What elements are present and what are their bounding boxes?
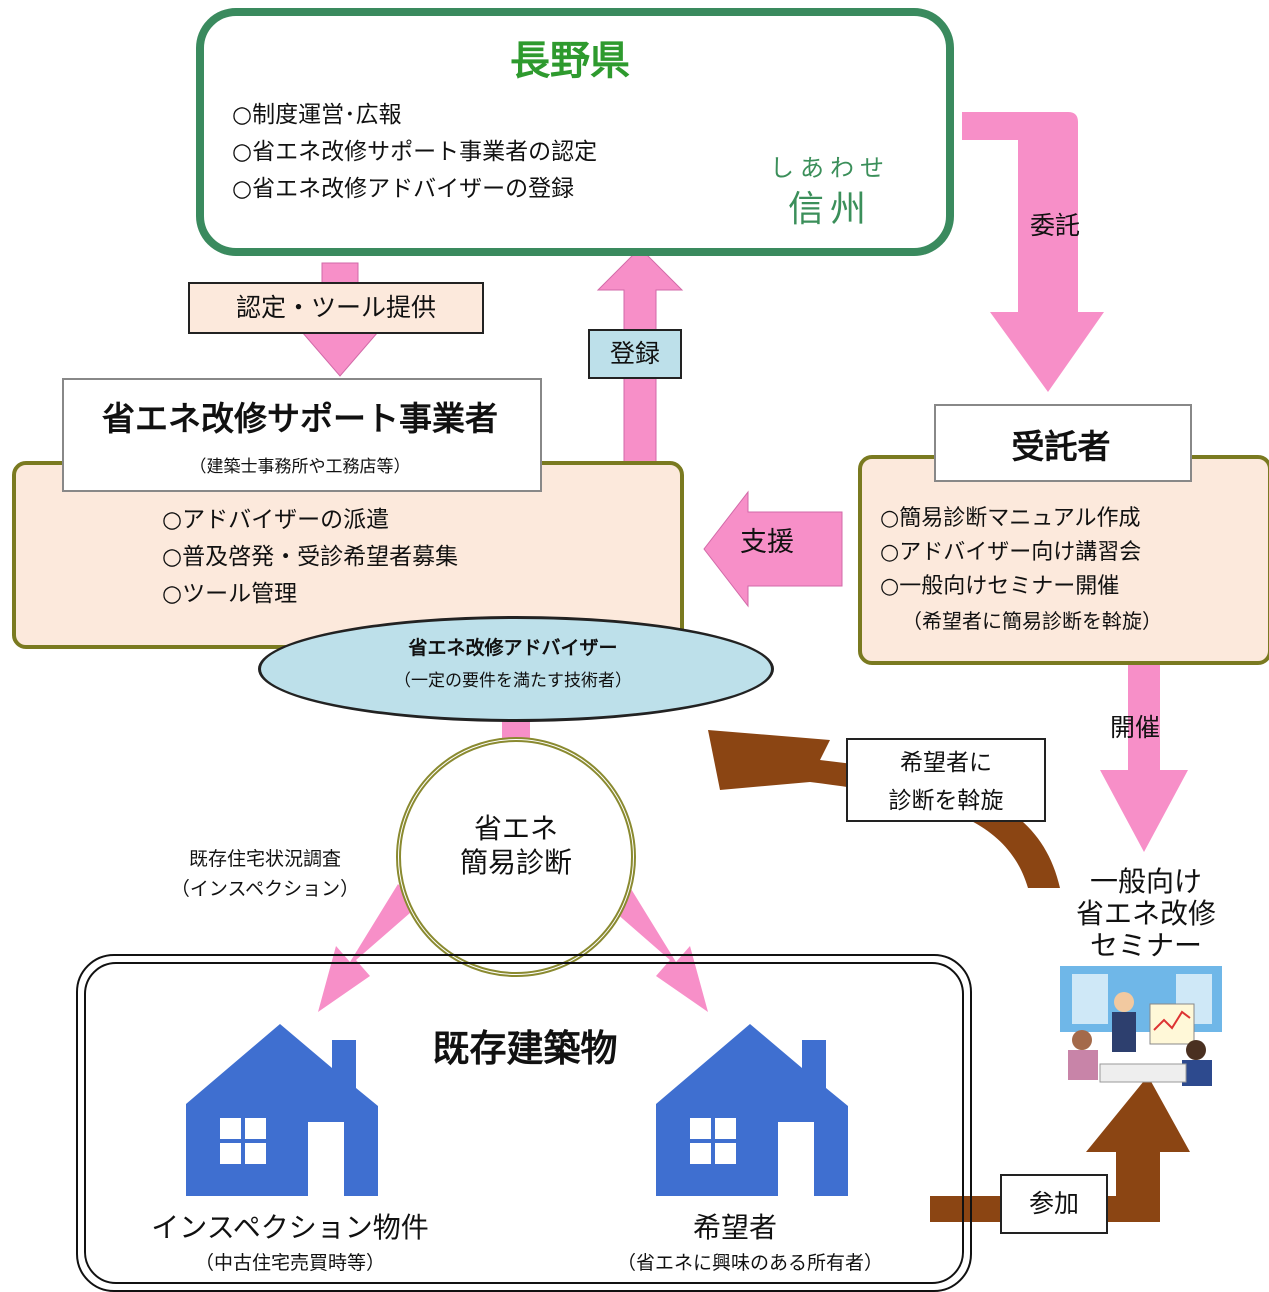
prefecture-duty-list: ○制度運営･広報 ○省エネ改修サポート事業者の認定 ○省エネ改修アドバイザーの登… xyxy=(232,97,597,208)
prefecture-title: 長野県 xyxy=(510,38,630,84)
contractor-duty-list: ○簡易診断マニュアル作成 ○アドバイザー向け講習会 ○一般向けセミナー開催 xyxy=(880,502,1141,604)
advisor-title: 省エネ改修アドバイザー xyxy=(408,637,618,659)
existing-building-frame-inner xyxy=(84,962,964,1284)
itaku-arrow xyxy=(962,112,1104,392)
duty-item: ○ツール管理 xyxy=(162,581,298,607)
itaku-label: 委託 xyxy=(1030,211,1081,240)
logo-text-shiawase: しあわせ xyxy=(770,154,890,182)
logo-text-shinshu: 信州 xyxy=(787,189,872,230)
diagnosis-circle xyxy=(396,737,636,977)
inspection-property-sublabel: （中古住宅売買時等） xyxy=(194,1252,385,1274)
shien-arrow xyxy=(703,490,843,608)
duty-item: ○アドバイザー向け講習会 xyxy=(880,540,1142,565)
assen-label: 希望者に 診断を斡旋 xyxy=(846,738,1046,822)
applicant-sublabel: （省エネに興味のある所有者） xyxy=(616,1252,883,1274)
sanka-arrow xyxy=(930,1076,1190,1222)
duty-item: ○省エネ改修アドバイザーの登録 xyxy=(232,176,575,202)
shien-label: 支援 xyxy=(740,527,794,558)
sanka-label: 参加 xyxy=(1000,1174,1108,1234)
seminar-label-line: 省エネ改修 xyxy=(1075,897,1216,930)
advisor-subtitle: （一定の要件を満たす技術者） xyxy=(394,671,632,691)
kaisai-label: 開催 xyxy=(1110,713,1161,742)
diag-to-house2-arrow xyxy=(608,884,708,1012)
applicant-label: 希望者 xyxy=(692,1211,777,1244)
support-company-title-box xyxy=(62,378,542,492)
house-icon xyxy=(186,1024,378,1196)
seminar-label-line: セミナー xyxy=(1089,929,1202,962)
support-company-title: 省エネ改修サポート事業者 xyxy=(102,399,498,438)
contractor-note: （希望者に簡易診断を斡旋） xyxy=(902,609,1162,633)
duty-item: ○制度運営･広報 xyxy=(232,102,402,128)
existing-building-frame-outer xyxy=(76,954,972,1292)
assen-label-line: 診断を斡旋 xyxy=(888,788,1004,814)
seminar-label-line: 一般向け xyxy=(1089,865,1202,898)
contractor-title-box xyxy=(934,404,1192,482)
seminar-label: 一般向け 省エネ改修 セミナー xyxy=(1060,866,1232,962)
inspection-label-line: （インスペクション） xyxy=(170,878,360,900)
diagnosis-label: 省エネ 簡易診断 xyxy=(396,812,636,880)
seminar-meeting-icon xyxy=(1060,966,1222,1086)
duty-item: ○アドバイザーの派遣 xyxy=(162,507,390,533)
support-company-subtitle: （建築士事務所や工務店等） xyxy=(189,457,411,477)
inspection-property-label: インスペクション物件 xyxy=(151,1211,429,1244)
assen-arrow xyxy=(708,730,1060,888)
nintei-label: 認定・ツール提供 xyxy=(188,282,484,334)
inspection-label-line: 既存住宅状況調査 xyxy=(188,848,341,870)
kaisai-arrow xyxy=(1100,660,1188,852)
diagnosis-label-line: 省エネ xyxy=(473,812,558,845)
duty-item: ○一般向けセミナー開催 xyxy=(880,574,1120,599)
prefecture-box xyxy=(196,8,954,256)
contractor-title: 受託者 xyxy=(1011,427,1111,466)
inspection-label: 既存住宅状況調査 （インスペクション） xyxy=(150,844,380,904)
advisor-ellipse xyxy=(258,616,774,722)
diagnosis-label-line: 簡易診断 xyxy=(459,846,572,879)
house-icon xyxy=(656,1024,848,1196)
existing-building-title: 既存建築物 xyxy=(432,1027,618,1070)
support-company-duty-list: ○アドバイザーの派遣 ○普及啓発・受診希望者募集 ○ツール管理 xyxy=(162,502,458,613)
touroku-label: 登録 xyxy=(588,329,682,379)
assen-label-line: 希望者に xyxy=(900,750,992,776)
duty-item: ○省エネ改修サポート事業者の認定 xyxy=(232,139,598,165)
duty-item: ○簡易診断マニュアル作成 xyxy=(880,506,1141,531)
diag-to-house1-arrow xyxy=(318,884,418,1012)
duty-item: ○普及啓発・受診希望者募集 xyxy=(162,544,459,570)
contractor-box xyxy=(858,455,1269,665)
